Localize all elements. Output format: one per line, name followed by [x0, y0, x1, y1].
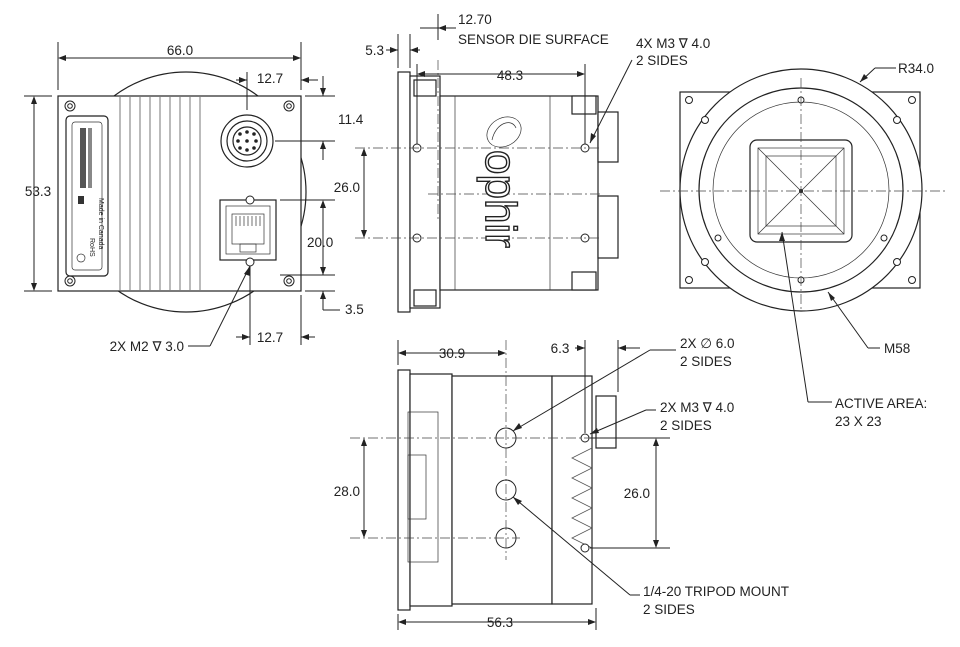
note-tripod-line2: 2 SIDES — [643, 602, 695, 617]
bottom-dimensions: 30.9 6.3 56.3 28.0 26.0 2X ∅ 6.0 — [334, 336, 789, 630]
side-dimensions: 5.3 12.70 SENSOR DIE SURFACE 48.3 26.0 4… — [334, 12, 710, 238]
rj45-port — [219, 195, 277, 267]
dim-bottom-length: 56.3 — [487, 615, 513, 630]
side-front-flange — [397, 71, 411, 313]
note-bottom-holes-line1: 2X M3 ∇ 4.0 — [660, 400, 734, 415]
side-view: ophir 5.3 12.70 SENSOR DIE SURFACE 48.3 … — [334, 12, 710, 313]
dim-bottom-hole-vertical: 26.0 — [624, 486, 650, 501]
dim-connector-offset: 12.7 — [257, 71, 283, 86]
front-view: Made in Canada RoHS — [24, 42, 364, 354]
note-tripod-line1: 1/4-20 TRIPOD MOUNT — [643, 584, 789, 599]
note-pins-line1: 2X ∅ 6.0 — [680, 336, 735, 351]
note-bottom-holes-line2: 2 SIDES — [660, 418, 712, 433]
bottom-view: 30.9 6.3 56.3 28.0 26.0 2X ∅ 6.0 — [334, 336, 789, 630]
note-active-area-line1: ACTIVE AREA: — [835, 396, 927, 411]
side-lens-mount — [409, 75, 441, 309]
dim-rj45-width: 12.7 — [257, 330, 283, 345]
dim-bottom-offset-left: 30.9 — [439, 346, 465, 361]
label-rohs: RoHS — [88, 238, 95, 257]
label-made-in: Made in Canada — [97, 198, 104, 249]
side-connector — [597, 111, 619, 163]
dim-bottom-height: 28.0 — [334, 484, 360, 499]
dim-thread: M58 — [884, 341, 910, 356]
label-plate-inner — [71, 121, 103, 271]
dim-height: 53.3 — [25, 184, 51, 199]
dim-rj45-bottom: 3.5 — [345, 302, 364, 317]
brand-text: ophir — [476, 150, 525, 248]
dim-sensor-offset: 12.70 — [458, 12, 492, 27]
rear-dimensions: R34.0 M58 ACTIVE AREA: 23 X 23 — [779, 61, 934, 429]
brand-logo: ophir — [475, 116, 526, 249]
rear-view: R34.0 M58 ACTIVE AREA: 23 X 23 — [660, 61, 945, 429]
dim-bottom-offset-right: 6.3 — [551, 341, 570, 356]
side-body — [439, 95, 599, 291]
label-plate-text: Made in Canada RoHS — [76, 128, 104, 263]
front-dimensions: 66.0 53.3 12.7 11.4 20.0 — [24, 42, 364, 354]
dim-hole-spacing: 48.3 — [497, 68, 523, 83]
dim-flange: 5.3 — [365, 43, 384, 58]
note-active-area-line2: 23 X 23 — [835, 414, 882, 429]
dim-rj45-spacing: 20.0 — [307, 235, 333, 250]
note-mount-holes: 2X M2 ∇ 3.0 — [110, 339, 184, 354]
front-heatsink-fins — [119, 97, 201, 290]
side-rj45 — [597, 195, 619, 259]
circular-connector — [220, 114, 274, 168]
label-plate — [65, 115, 109, 277]
dim-side-hole-vertical: 26.0 — [334, 180, 360, 195]
label-sensor-die: SENSOR DIE SURFACE — [458, 32, 609, 47]
note-pins-line2: 2 SIDES — [680, 354, 732, 369]
dim-connector-vertical: 11.4 — [338, 112, 364, 127]
note-side-holes-line1: 4X M3 ∇ 4.0 — [636, 36, 710, 51]
dim-width: 66.0 — [167, 43, 193, 58]
dim-radius: R34.0 — [898, 61, 934, 76]
bottom-heatsink-teeth — [571, 447, 593, 549]
note-side-holes-line2: 2 SIDES — [636, 53, 688, 68]
